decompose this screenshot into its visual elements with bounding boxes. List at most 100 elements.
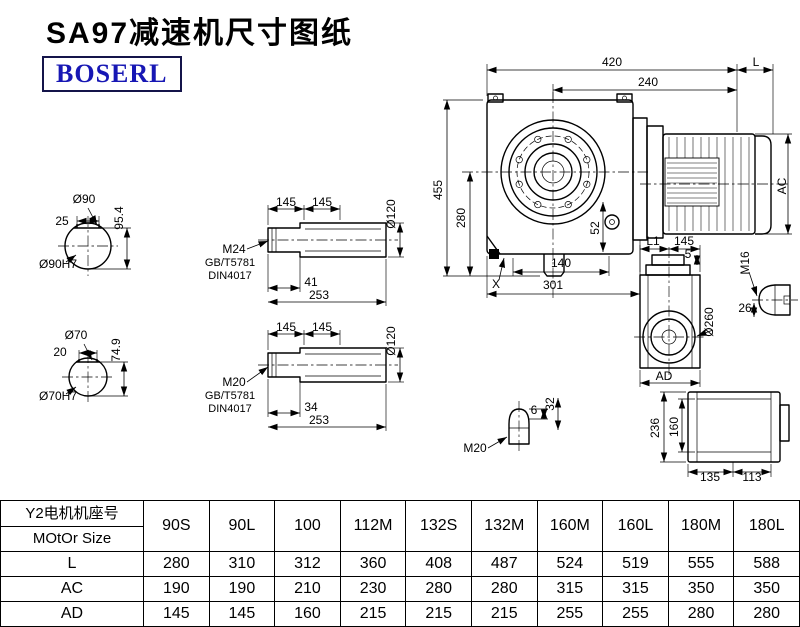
dimension-label: 253 (309, 413, 329, 427)
dimension-label: 455 (431, 180, 445, 200)
dimension-label: M24 (222, 242, 246, 256)
dimension-label: Ø90 (73, 192, 96, 206)
row-label: L (0, 551, 144, 577)
dimension-label: 145 (674, 234, 694, 248)
dimension-value-cell: 312 (274, 551, 341, 577)
side-view (634, 245, 714, 387)
dimension-label: 236 (648, 418, 662, 438)
dimension-label: 135 (700, 470, 720, 484)
dimension-value-cell: 215 (405, 601, 472, 627)
dimension-label: 253 (309, 288, 329, 302)
dimension-label: 145 (312, 195, 332, 209)
input-shaft-drawing-m20 (246, 330, 404, 431)
motor-size-header-cell: Y2电机机座号 MOtOr Size (0, 500, 144, 552)
motor-stator-block (664, 157, 720, 207)
motor-size-label-cn: Y2电机机座号 (1, 502, 143, 527)
shaft-end-detail-m16 (748, 271, 798, 317)
dimension-label: 26 (738, 301, 752, 315)
table-row-AC: AC 190 190 210 230 280 280 315 315 350 3… (0, 576, 800, 602)
dimension-label: 280 (454, 208, 468, 228)
motor-size-label-en: MOtOr Size (32, 529, 112, 547)
dimension-value-cell: 350 (733, 576, 800, 602)
dimension-label: Ø120 (384, 199, 398, 229)
motor-column-header: 160M (536, 500, 604, 552)
motor-column-header: 180L (733, 500, 800, 552)
dimension-value-cell: 210 (274, 576, 341, 602)
dimension-value-cell: 280 (470, 576, 538, 602)
motor-column-header: 100 (274, 500, 341, 552)
dimension-value-cell: 310 (208, 551, 276, 577)
dimension-label: Ø70H7 (39, 389, 77, 403)
dimension-label: 240 (638, 75, 658, 89)
row-label: AD (0, 601, 144, 627)
dimension-label: Ø70 (65, 328, 88, 342)
shaft-end-detail-m20 (487, 398, 562, 451)
dimension-value-cell: 145 (143, 601, 210, 627)
dimension-label: 95.4 (112, 206, 126, 230)
dimension-label: 420 (602, 55, 622, 69)
dimension-label: DIN4017 (208, 403, 251, 415)
dimension-value-cell: 190 (208, 576, 276, 602)
dimension-label: 6 (531, 403, 538, 417)
motor-column-header: 90S (143, 500, 210, 552)
dimension-value-cell: 280 (405, 576, 472, 602)
motor-column-header: 132S (405, 500, 472, 552)
dimension-label: 32 (543, 397, 557, 411)
dimension-value-cell: 280 (733, 601, 800, 627)
dimension-label: GB/T5781 (205, 257, 255, 269)
dimension-label: DIN4017 (208, 270, 251, 282)
dimension-label: 52 (588, 221, 602, 235)
dimension-label: M20 (463, 441, 487, 455)
dimension-label: 160 (667, 417, 681, 437)
table-header-row: Y2电机机座号 MOtOr Size 90S 90L 100 112M 132S… (0, 500, 800, 552)
dimension-label: 5 (685, 247, 692, 261)
page-title: SA97减速机尺寸图纸 (46, 17, 354, 50)
row-label: AC (0, 576, 144, 602)
dimension-value-cell: 555 (667, 551, 735, 577)
motor-column-header: 132M (470, 500, 538, 552)
dimension-label: GB/T5781 (205, 390, 255, 402)
rear-view (660, 391, 790, 477)
dimension-label: 34 (304, 400, 318, 414)
dimension-label: 145 (276, 320, 296, 334)
dimension-value-cell: 588 (733, 551, 800, 577)
table-row-L: L 280 310 312 360 408 487 524 519 555 58… (0, 551, 800, 577)
dimension-label: 25 (55, 214, 69, 228)
dimension-value-cell: 255 (602, 601, 669, 627)
motor-column-header: 160L (602, 500, 669, 552)
dimension-label: Ø120 (384, 326, 398, 356)
shaft-section-view-70 (62, 343, 128, 402)
dimension-label: Ø260 (702, 307, 716, 337)
dimension-label: L1 (646, 234, 660, 248)
dimension-value-cell: 190 (143, 576, 210, 602)
dimension-value-cell: 230 (339, 576, 407, 602)
dimension-label: Ø90H7 (39, 257, 77, 271)
dimension-value-cell: 350 (667, 576, 735, 602)
motor-column-header: 90L (208, 500, 276, 552)
dimension-label: 301 (543, 278, 563, 292)
motor-column-header: 112M (339, 500, 407, 552)
dimension-value-cell: 408 (405, 551, 472, 577)
dimension-label: 41 (304, 275, 318, 289)
dimension-value-cell: 160 (274, 601, 341, 627)
dimension-value-cell: 255 (536, 601, 604, 627)
dimension-value-cell: 215 (339, 601, 407, 627)
dimension-value-cell: 524 (536, 551, 604, 577)
dimension-value-cell: 215 (470, 601, 538, 627)
shaft-section-view-90 (58, 207, 131, 276)
dimension-value-cell: 145 (208, 601, 276, 627)
dimension-label: L (753, 55, 760, 69)
dimension-label: 145 (276, 195, 296, 209)
dimension-label: 20 (53, 345, 67, 359)
input-shaft-drawing-m24 (246, 205, 404, 306)
dimension-value-cell: 487 (470, 551, 538, 577)
dimension-value-cell: 280 (667, 601, 735, 627)
dimension-label: M16 (738, 251, 752, 275)
dimension-label: 145 (312, 320, 332, 334)
dimension-label: AD (656, 369, 673, 383)
dimension-value-cell: 360 (339, 551, 407, 577)
technical-drawing: 420L240455280AC52140301XØ902595.4Ø90H7Ø7… (39, 55, 798, 484)
dimension-value-cell: 315 (602, 576, 669, 602)
dimension-label: X (492, 277, 500, 291)
